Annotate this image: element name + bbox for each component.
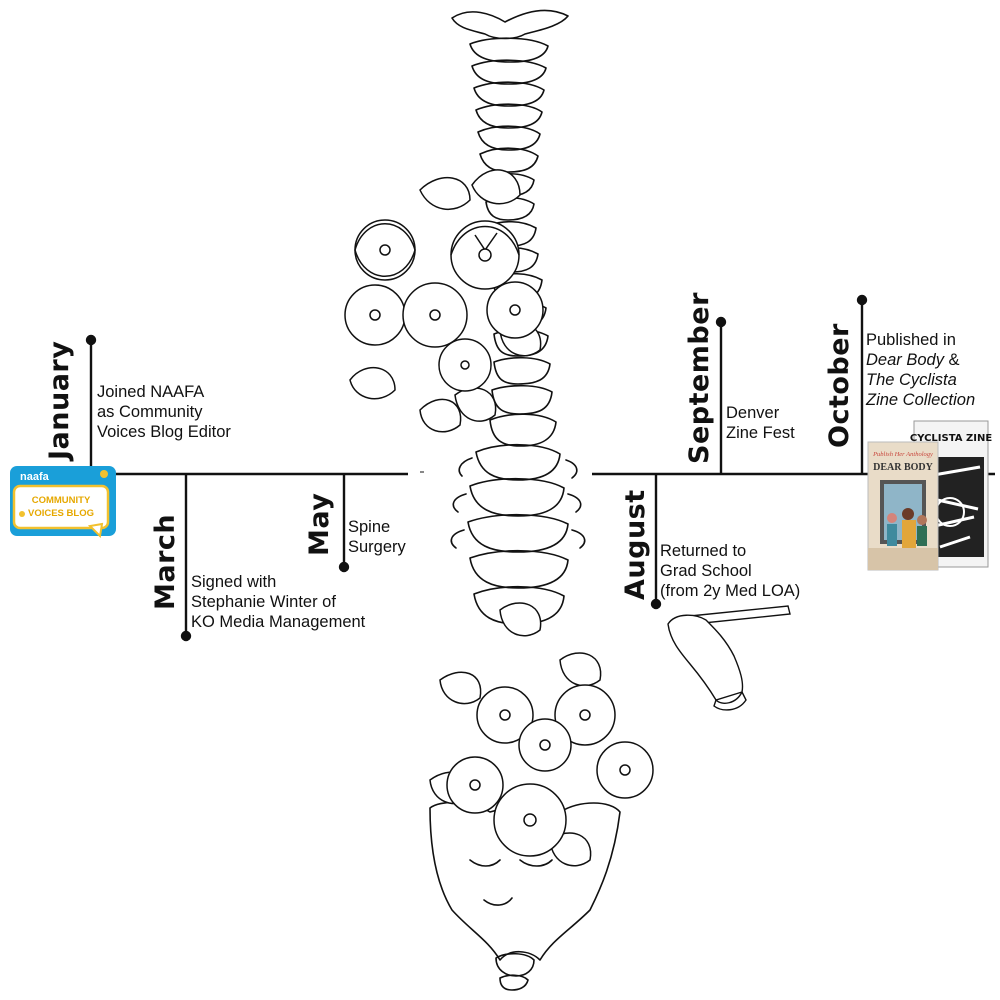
dear-body-title: DEAR BODY (873, 462, 934, 473)
event-note-march: Signed with Stephanie Winter of KO Media… (191, 573, 366, 631)
month-label-september: September (684, 292, 715, 464)
badge-brand: naafa (20, 471, 50, 483)
event-note-may: Spine Surgery (348, 518, 406, 556)
month-label-october: October (824, 323, 855, 448)
event-note-september: Denver Zine Fest (726, 404, 795, 442)
month-label-march: March (150, 513, 181, 610)
community-voices-blog-badge: naafa COMMUNITY VOICES BLOG (10, 466, 116, 538)
dear-body-cover: Publish Her Anthology DEAR BODY (867, 441, 939, 571)
hand-drawing (667, 605, 791, 711)
month-label-january: January (44, 340, 75, 460)
month-label-august: August (620, 489, 651, 600)
badge-line-2: VOICES BLOG (28, 508, 94, 519)
event-note-january: Joined NAAFA as Community Voices Blog Ed… (97, 383, 231, 441)
dear-body-series: Publish Her Anthology (872, 451, 933, 458)
event-note-august: Returned to Grad School (from 2y Med LOA… (660, 542, 801, 600)
cyclista-title: CYCLISTA ZINE (910, 433, 992, 444)
badge-line-1: COMMUNITY (32, 495, 91, 506)
event-note-october: Published in Dear Body & The Cyclista Zi… (866, 331, 976, 409)
month-label-may: May (304, 492, 335, 556)
